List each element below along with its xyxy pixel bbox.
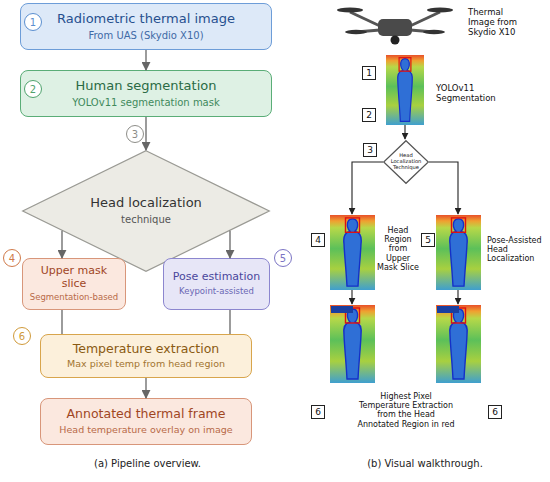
- thermal-image: [436, 215, 481, 290]
- node-title: Pose estimation: [173, 271, 260, 284]
- callout-number: 2: [362, 108, 376, 122]
- walkthrough-arrow: [404, 125, 405, 139]
- walkthrough-arrow: [457, 290, 458, 304]
- subfigure-caption: (a) Pipeline overview.: [0, 458, 295, 469]
- annotation-text: Thermal Image from Skydio X10: [468, 8, 526, 37]
- process-box: Annotated thermal frameHead temperature …: [40, 398, 252, 445]
- drone-arm: [410, 12, 440, 26]
- overlay-tag: [331, 306, 353, 313]
- node-title: Annotated thermal frame: [67, 407, 226, 421]
- callout-number: 6: [488, 405, 502, 419]
- overlay-tag: [437, 306, 459, 313]
- drone-arm: [350, 12, 380, 26]
- walkthrough-arrow: [429, 162, 458, 214]
- callout-number: 5: [421, 233, 435, 247]
- flow-arrow: [61, 231, 62, 258]
- drone-illustration: [337, 8, 453, 45]
- decision-diamond: Head localization technique: [22, 150, 270, 272]
- callout-number: 5: [274, 249, 292, 267]
- node-subtitle: YOLOv11 segmentation mask: [72, 97, 220, 109]
- flow-arrow: [229, 231, 230, 258]
- drone-body: [378, 19, 412, 36]
- walkthrough-arrow: [352, 162, 383, 214]
- node-subtitle: Keypoint-assisted: [179, 287, 254, 297]
- annotation-text: Head Region from Upper Mask Slice: [376, 226, 420, 272]
- process-box: Pose estimationKeypoint-assisted: [163, 258, 270, 310]
- thermal-image: [330, 215, 375, 290]
- propeller: [337, 8, 363, 13]
- thermal-image: [386, 55, 424, 125]
- walkthrough-arrows: [352, 125, 458, 304]
- process-box: Upper mask sliceSegmentation-based: [22, 258, 126, 310]
- node-subtitle: From UAS (Skydio X10): [88, 30, 203, 42]
- callout-number: 2: [24, 80, 42, 98]
- node-subtitle: technique: [121, 214, 171, 226]
- diamond-shape: [384, 141, 429, 184]
- node-title: Head localization: [90, 196, 202, 211]
- node-title: Head Localization Technique: [389, 153, 423, 171]
- propeller: [345, 30, 367, 34]
- callout-number: 1: [24, 13, 42, 31]
- thermal-image: [330, 305, 375, 383]
- node-subtitle: Head temperature overlay on image: [59, 425, 232, 436]
- thermal-image: [436, 305, 481, 383]
- node-title: Human segmentation: [76, 79, 217, 94]
- callout-number: 6: [311, 405, 325, 419]
- callout-number: 4: [311, 233, 325, 247]
- flow-line: [229, 310, 230, 334]
- propeller: [427, 8, 453, 13]
- decision-diamond: Head Localization Technique: [383, 140, 429, 184]
- callout-number: 1: [362, 66, 376, 80]
- drone-camera: [391, 36, 400, 45]
- callout-number: 4: [3, 249, 21, 267]
- process-box: Temperature extractionMax pixel temp fro…: [40, 334, 252, 378]
- propeller: [423, 30, 445, 34]
- callout-number: 3: [363, 143, 377, 157]
- annotation-text: Highest Pixel Temperature Extraction fro…: [356, 392, 456, 429]
- node-title: Radiometric thermal image: [57, 12, 235, 27]
- annotation-text: YOLOv11 Segmentation: [436, 84, 500, 104]
- diamond-shape: [23, 151, 270, 272]
- callout-number: 3: [126, 125, 144, 143]
- diamond-outline: [22, 150, 270, 272]
- node-title: Upper mask slice: [27, 265, 121, 290]
- flow-arrow: [145, 50, 146, 70]
- flow-arrow: [145, 117, 146, 150]
- node-title: Temperature extraction: [73, 342, 220, 356]
- flow-line: [61, 310, 62, 334]
- flow-arrow: [145, 378, 146, 398]
- process-box: Radiometric thermal imageFrom UAS (Skydi…: [20, 3, 272, 50]
- process-box: Human segmentationYOLOv11 segmentation m…: [20, 70, 272, 117]
- node-subtitle: Segmentation-based: [30, 293, 118, 303]
- annotation-text: Pose-Assisted Head Localization: [487, 236, 549, 264]
- subfigure-caption: (b) Visual walkthrough.: [300, 458, 550, 469]
- callout-number: 6: [13, 327, 31, 345]
- node-subtitle: Max pixel temp from head region: [67, 359, 225, 370]
- walkthrough-arrow: [351, 290, 352, 304]
